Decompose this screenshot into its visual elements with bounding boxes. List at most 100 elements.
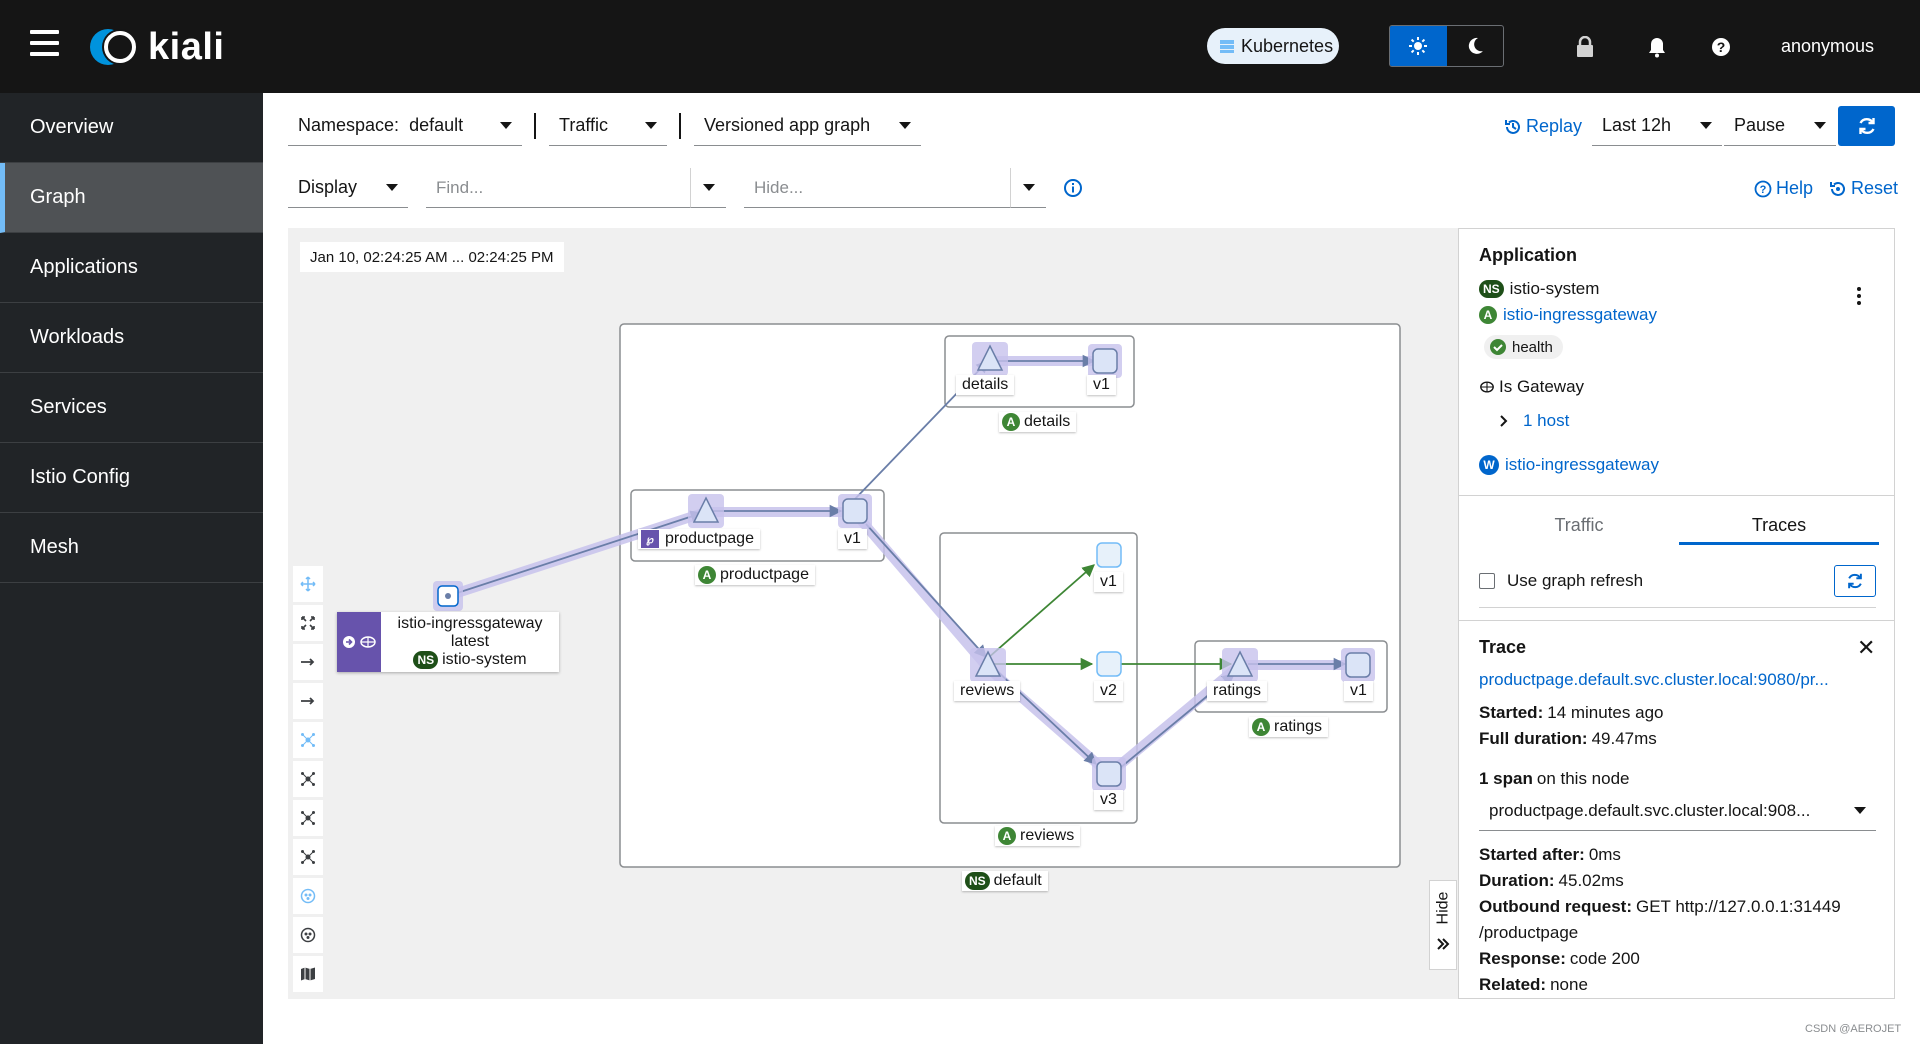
edge-productpage-reviews[interactable] — [865, 523, 987, 658]
map-legend-icon[interactable] — [293, 956, 323, 992]
health-badge[interactable]: health — [1484, 335, 1563, 359]
theme-toggle[interactable] — [1389, 25, 1504, 67]
fit-to-screen-icon[interactable] — [293, 605, 323, 641]
layout-top-bottom-icon[interactable] — [293, 683, 323, 719]
sidebar-item-mesh[interactable]: Mesh — [0, 513, 263, 583]
info-icon[interactable] — [1063, 178, 1083, 203]
layout-2-icon[interactable] — [293, 800, 323, 836]
namespace-select[interactable]: Namespace: default — [288, 106, 522, 146]
span-count: 1 span — [1479, 769, 1533, 788]
panel-workload-link[interactable]: istio-ingressgateway — [1505, 455, 1660, 474]
sidebar-item-graph[interactable]: Graph — [0, 163, 263, 233]
gateway-namespace: istio-system — [442, 651, 527, 668]
sidebar-item-services[interactable]: Services — [0, 373, 263, 443]
panel-app-link[interactable]: istio-ingressgateway — [1503, 305, 1658, 324]
bell-icon[interactable] — [1646, 36, 1668, 58]
cluster-chip[interactable]: Kubernetes — [1207, 28, 1339, 64]
find-history-button[interactable] — [690, 168, 726, 208]
chevron-right-icon[interactable] — [1499, 414, 1509, 428]
help-icon[interactable]: ? — [1710, 36, 1732, 58]
refresh-interval-select[interactable]: Pause — [1724, 106, 1836, 146]
node-label-details-v1[interactable]: v1 — [1087, 375, 1116, 395]
duration-select[interactable]: Last 12h — [1592, 106, 1722, 146]
duration-value: Last 12h — [1602, 115, 1672, 135]
reset-button[interactable]: Reset — [1829, 178, 1898, 199]
is-gateway-label: Is Gateway — [1499, 377, 1585, 396]
lock-icon[interactable] — [1574, 36, 1596, 58]
sidebar-item-overview[interactable]: Overview — [0, 93, 263, 163]
hide-history-button[interactable] — [1010, 168, 1046, 208]
sidebar-item-workloads[interactable]: Workloads — [0, 303, 263, 373]
namespace-layout-icon[interactable] — [293, 878, 323, 914]
layout-1-icon[interactable] — [293, 761, 323, 797]
sun-icon — [1409, 37, 1428, 55]
service-node-productpage[interactable] — [688, 494, 724, 528]
node-label-productpage-v1[interactable]: v1 — [838, 529, 867, 549]
service-node-reviews[interactable] — [970, 648, 1006, 682]
edge-reviews-v1[interactable] — [987, 564, 1095, 659]
tab-traces[interactable]: Traces — [1679, 505, 1879, 545]
layout-3-icon[interactable] — [293, 839, 323, 875]
trace-link[interactable]: productpage.default.svc.cluster.local:90… — [1479, 670, 1829, 689]
node-label-reviews-v3[interactable]: v3 — [1094, 790, 1123, 810]
kiali-logo[interactable]: kiali — [88, 26, 224, 68]
trace-full-duration-value: 49.47ms — [1591, 729, 1657, 748]
hide-panel-button[interactable]: Hide — [1429, 880, 1457, 970]
graph-edges[interactable] — [447, 354, 1347, 769]
workload-node-ratings-v1 — [1341, 648, 1375, 682]
service-nodes[interactable] — [688, 342, 1258, 682]
tab-traffic[interactable]: Traffic — [1554, 515, 1604, 535]
find-input[interactable] — [426, 168, 690, 208]
refresh-button[interactable] — [1838, 106, 1895, 146]
traces-refresh-button[interactable] — [1834, 565, 1876, 597]
layout-default-icon[interactable] — [293, 722, 323, 758]
service-node-details[interactable] — [972, 342, 1008, 376]
hosts-toggle[interactable]: 1 host — [1523, 411, 1570, 430]
node-label-ratings[interactable]: ratings — [1207, 681, 1268, 701]
traffic-label: Traffic — [559, 115, 609, 135]
panel-divider — [1459, 495, 1894, 496]
graph-type-select[interactable]: Versioned app graph — [694, 106, 921, 146]
hamburger-menu-icon[interactable] — [30, 30, 59, 56]
node-label-productpage[interactable]: ℘ productpage — [638, 529, 760, 549]
hide-input[interactable] — [744, 168, 1010, 208]
namespace-layout-2-icon[interactable] — [293, 917, 323, 953]
span-select[interactable]: productpage.default.svc.cluster.local:90… — [1479, 791, 1876, 831]
chevron-down-icon — [899, 122, 911, 129]
sidebar-item-applications[interactable]: Applications — [0, 233, 263, 303]
user-menu[interactable]: anonymous — [1781, 36, 1875, 56]
sidebar-item-istio-config[interactable]: Istio Config — [0, 443, 263, 513]
node-label-details[interactable]: details — [956, 375, 1015, 395]
node-label-reviews[interactable]: reviews — [954, 681, 1021, 701]
workload-nodes[interactable] — [433, 344, 1375, 791]
workload-node-reviews-v1 — [1096, 542, 1122, 568]
node-label-reviews-v2[interactable]: v2 — [1094, 681, 1123, 701]
replay-button[interactable]: Replay — [1504, 116, 1582, 137]
dark-theme-button[interactable] — [1447, 26, 1504, 66]
layout-left-right-icon[interactable] — [293, 644, 323, 680]
pan-icon[interactable] — [293, 566, 323, 602]
display-select[interactable]: Display — [288, 168, 408, 208]
chevron-down-icon — [702, 184, 715, 191]
span-started-after-value: 0ms — [1588, 845, 1621, 864]
use-graph-refresh-checkbox[interactable] — [1479, 573, 1495, 589]
close-icon[interactable]: ✕ — [1857, 635, 1876, 660]
light-theme-button[interactable] — [1390, 26, 1447, 66]
edge-gateway-productpage[interactable] — [447, 510, 704, 597]
panel-namespace: istio-system — [1509, 279, 1600, 298]
namespace-badge: NS — [413, 651, 439, 669]
app-label-text: reviews — [1020, 827, 1075, 844]
node-label-reviews-v1[interactable]: v1 — [1094, 572, 1123, 592]
node-label-ratings-v1[interactable]: v1 — [1344, 681, 1373, 701]
help-button[interactable]: ? Help — [1754, 178, 1813, 199]
refresh-icon — [1858, 117, 1875, 135]
kebab-menu-icon[interactable] — [1857, 287, 1861, 308]
traffic-select[interactable]: Traffic — [549, 106, 667, 146]
service-node-ratings[interactable] — [1222, 648, 1258, 682]
